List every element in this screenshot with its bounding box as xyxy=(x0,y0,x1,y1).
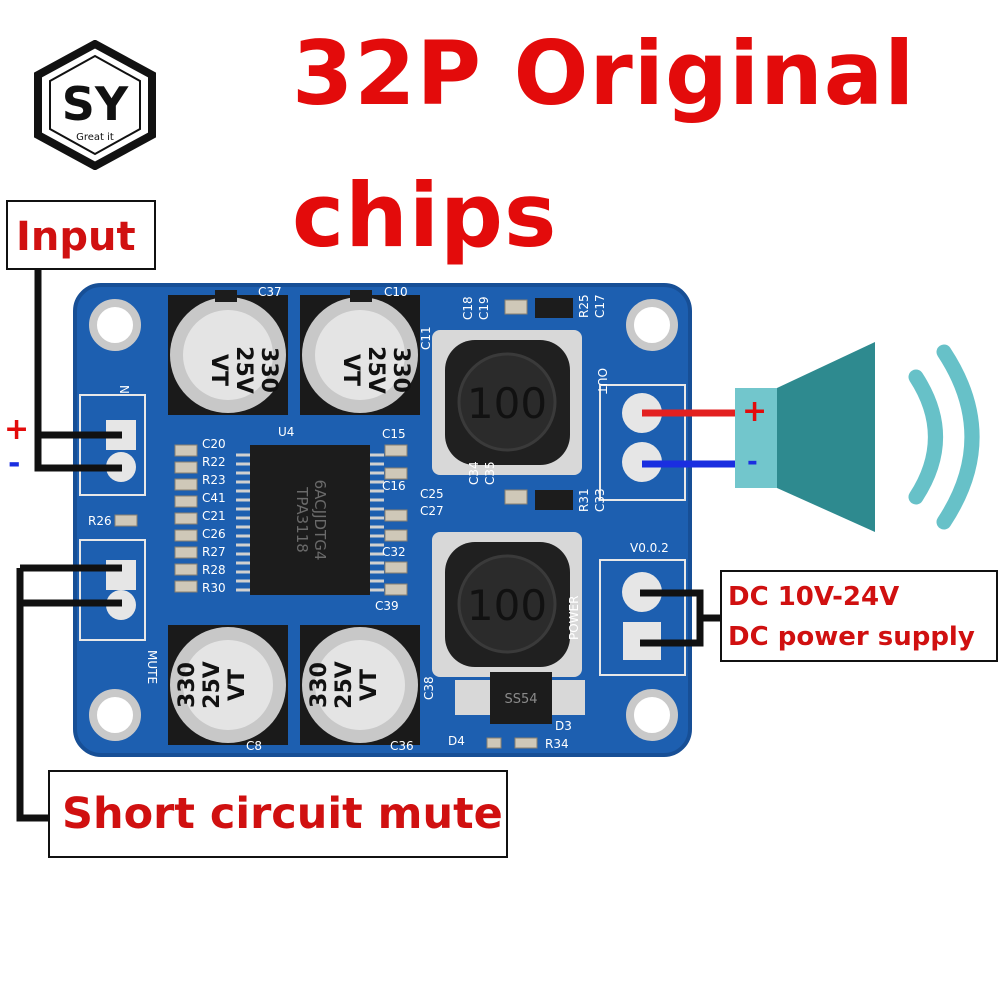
svg-text:330: 330 xyxy=(307,662,332,708)
svg-text:SS54: SS54 xyxy=(504,692,537,707)
svg-text:C11: C11 xyxy=(419,326,433,350)
svg-text:C15: C15 xyxy=(382,427,406,441)
svg-text:C27: C27 xyxy=(420,504,444,518)
svg-text:R25: R25 xyxy=(577,294,591,318)
power-label-box: DC 10V-24V DC power supply xyxy=(720,570,998,662)
input-plus-sign: + xyxy=(4,412,30,447)
svg-text:TPA3118: TPA3118 xyxy=(293,486,311,553)
speaker-icon xyxy=(735,342,980,532)
svg-text:100: 100 xyxy=(467,379,547,428)
svg-text:25V: 25V xyxy=(200,661,225,709)
svg-text:C19: C19 xyxy=(477,296,491,320)
svg-text:C8: C8 xyxy=(246,739,262,753)
svg-text:C10: C10 xyxy=(384,285,408,299)
svg-text:OUT: OUT xyxy=(595,368,609,394)
svg-text:C25: C25 xyxy=(420,487,444,501)
input-leader-minus xyxy=(34,268,122,472)
brand-logo: SY Great it xyxy=(34,40,156,170)
mute-leader-outer xyxy=(16,568,48,822)
svg-text:R22: R22 xyxy=(202,455,226,469)
input-minus-sign: - xyxy=(8,446,21,481)
input-label: Input xyxy=(16,214,136,260)
svg-text:C41: C41 xyxy=(202,491,226,505)
diode: SS54 xyxy=(455,672,585,724)
speaker-minus-sign: - xyxy=(747,447,758,477)
svg-text:25V: 25V xyxy=(363,346,388,394)
logo-monogram: SY xyxy=(62,77,129,131)
svg-text:C32: C32 xyxy=(382,545,406,559)
title-line-2: chips xyxy=(292,164,558,267)
svg-text:100: 100 xyxy=(467,581,547,630)
svg-text:C17: C17 xyxy=(593,294,607,318)
capacitor-tr xyxy=(300,295,420,415)
svg-text:R28: R28 xyxy=(202,563,226,577)
svg-text:R27: R27 xyxy=(202,545,226,559)
svg-text:C36: C36 xyxy=(390,739,414,753)
svg-text:C20: C20 xyxy=(202,437,226,451)
svg-text:POWER: POWER xyxy=(567,596,581,640)
svg-text:VT: VT xyxy=(225,669,250,701)
svg-text:MUTE: MUTE xyxy=(145,650,159,684)
amplifier-chip: 6ACJJDTG4 TPA3118 xyxy=(236,445,384,595)
capacitor-bl xyxy=(168,625,288,745)
svg-text:R30: R30 xyxy=(202,581,226,595)
svg-text:25V: 25V xyxy=(231,346,256,394)
mounting-holes xyxy=(89,299,678,741)
svg-text:R31: R31 xyxy=(577,488,591,512)
svg-text:R34: R34 xyxy=(545,737,569,751)
svg-text:D4: D4 xyxy=(448,734,465,748)
svg-text:C21: C21 xyxy=(202,509,226,523)
svg-text:330: 330 xyxy=(388,347,413,393)
power-label-supply: DC power supply xyxy=(728,622,975,652)
capacitor-tl xyxy=(168,295,288,415)
svg-text:C38: C38 xyxy=(422,676,436,700)
speaker-plus-sign: + xyxy=(742,394,768,429)
svg-text:N: N xyxy=(117,385,131,394)
mute-label-box: Short circuit mute xyxy=(48,770,508,858)
svg-text:6ACJJDTG4: 6ACJJDTG4 xyxy=(311,480,329,561)
svg-text:C18: C18 xyxy=(461,296,475,320)
inductor-bottom: 100 xyxy=(432,532,582,677)
power-label-voltage: DC 10V-24V xyxy=(728,582,900,612)
svg-text:25V: 25V xyxy=(332,661,357,709)
capacitor-br xyxy=(300,625,420,745)
svg-text:R26: R26 xyxy=(88,514,112,528)
svg-text:330: 330 xyxy=(175,662,200,708)
svg-text:C37: C37 xyxy=(258,285,282,299)
svg-text:C33: C33 xyxy=(593,488,607,512)
svg-text:VT: VT xyxy=(338,354,363,386)
svg-text:C35: C35 xyxy=(483,461,497,485)
svg-text:D3: D3 xyxy=(555,719,572,733)
svg-text:U4: U4 xyxy=(278,425,294,439)
svg-text:330: 330 xyxy=(256,347,281,393)
svg-text:V0.0.2: V0.0.2 xyxy=(630,541,669,555)
svg-text:VT: VT xyxy=(206,354,231,386)
svg-text:VT: VT xyxy=(357,669,382,701)
inductor-top: 100 xyxy=(432,330,582,475)
input-label-box: Input xyxy=(6,200,156,270)
svg-text:C34: C34 xyxy=(467,461,481,485)
svg-text:C39: C39 xyxy=(375,599,399,613)
svg-text:C16: C16 xyxy=(382,479,406,493)
svg-text:R23: R23 xyxy=(202,473,226,487)
svg-text:C26: C26 xyxy=(202,527,226,541)
title-line-1: 32P Original xyxy=(292,22,916,125)
logo-tagline: Great it xyxy=(76,132,114,143)
mute-label: Short circuit mute xyxy=(62,789,503,839)
